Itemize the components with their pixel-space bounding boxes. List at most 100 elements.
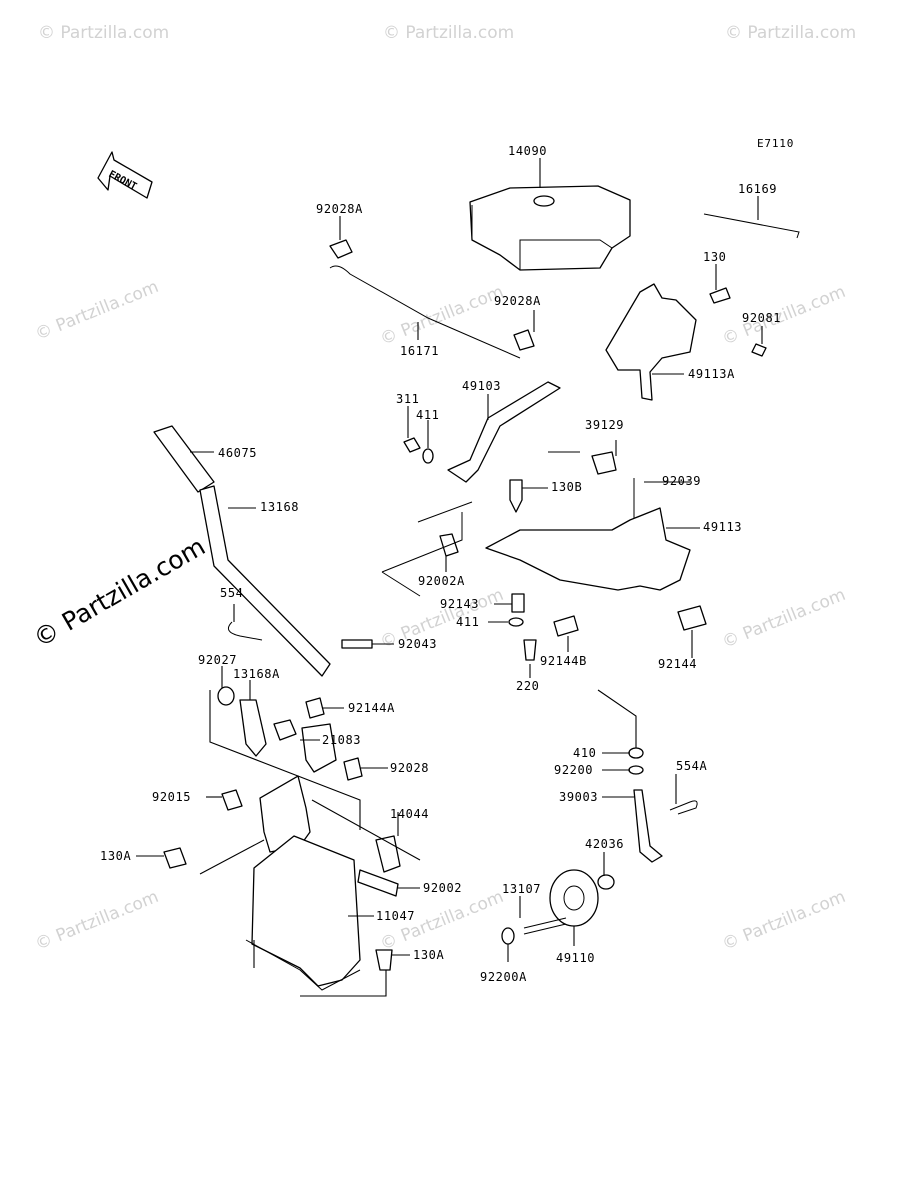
label-130A: 130A — [100, 849, 131, 863]
watermarks: © Partzilla.com © Partzilla.com © Partzi… — [29, 23, 857, 955]
part-shapes — [153, 185, 800, 991]
label-39003: 39003 — [559, 790, 598, 804]
spring-92144B — [553, 615, 579, 637]
label-554A: 554A — [676, 759, 707, 773]
label-92200A: 92200A — [480, 970, 527, 984]
label-11047: 11047 — [376, 909, 415, 923]
label-49103: 49103 — [462, 379, 501, 393]
watermark: © Partzilla.com — [377, 282, 506, 350]
washer-92200 — [628, 765, 644, 775]
label-13168: 13168 — [260, 500, 299, 514]
arm-13168A — [239, 699, 267, 757]
watermark: © Partzilla.com — [383, 23, 514, 43]
leader-lines — [136, 158, 763, 997]
pin-554 — [227, 621, 263, 641]
housing-11047 — [251, 835, 361, 987]
label-92028A: 92028A — [316, 202, 363, 216]
label-92015: 92015 — [152, 790, 191, 804]
guide-14044 — [375, 835, 401, 873]
grip-46075 — [153, 425, 215, 493]
front-arrow-icon: FRONT — [97, 151, 153, 199]
watermark: © Partzilla.com — [377, 585, 506, 653]
nut-92028 — [343, 757, 363, 781]
washer-411-mid — [508, 617, 524, 627]
cover-14090 — [469, 185, 631, 271]
label-21083: 21083 — [322, 733, 361, 747]
bolt-130 — [709, 287, 731, 304]
washer-410 — [628, 747, 644, 759]
label-92143: 92143 — [440, 597, 479, 611]
spring-92144A — [305, 697, 325, 719]
shaft-39003 — [633, 789, 663, 863]
label-411: 411 — [416, 408, 439, 422]
watermark: © Partzilla.com — [719, 887, 848, 955]
label-92028: 92028 — [390, 761, 429, 775]
label-92144: 92144 — [658, 657, 697, 671]
rod-16169 — [703, 213, 800, 239]
spring-92081 — [751, 343, 767, 357]
label-554: 554 — [220, 586, 243, 600]
spring-92144 — [677, 605, 707, 631]
label-42036: 42036 — [585, 837, 624, 851]
label-14090: 14090 — [508, 144, 547, 158]
rod-16171 — [329, 265, 521, 359]
watermark: © Partzilla.com — [719, 585, 848, 653]
nut-92015 — [221, 789, 243, 811]
block-21083 — [301, 723, 337, 773]
bushing-21083 — [273, 719, 297, 741]
label-92200: 92200 — [554, 763, 593, 777]
washer-411-top — [422, 448, 434, 464]
label-92002A: 92002A — [418, 574, 465, 588]
lever-13168 — [199, 485, 331, 677]
label-130: 130 — [703, 250, 726, 264]
label-49113A: 49113A — [688, 367, 735, 381]
collar-92143 — [511, 593, 525, 613]
label-14044: 14044 — [390, 807, 429, 821]
label-16171: 16171 — [400, 344, 439, 358]
watermark: © Partzilla.com — [32, 887, 161, 955]
spring-39129 — [591, 451, 617, 475]
label-39129: 39129 — [585, 418, 624, 432]
label-130B: 130B — [551, 480, 582, 494]
label-130A: 130A — [413, 948, 444, 962]
label-92027: 92027 — [198, 653, 237, 667]
pin-13107 — [523, 917, 567, 935]
bolt-92043 — [341, 639, 373, 649]
clip-92028A-mid — [513, 329, 535, 351]
watermark: © Partzilla.com — [38, 23, 169, 43]
label-92081: 92081 — [742, 311, 781, 325]
label-92028A: 92028A — [494, 294, 541, 308]
watermark-large: © Partzilla.com — [29, 532, 211, 654]
bolt-130A-bottom — [375, 949, 393, 971]
bolt-92002 — [357, 869, 399, 897]
clip-92028A-top — [329, 239, 353, 259]
label-220: 220 — [516, 679, 539, 693]
label-311: 311 — [396, 392, 419, 406]
bolt-130A-left — [163, 847, 187, 869]
label-13107: 13107 — [502, 882, 541, 896]
label-92039: 92039 — [662, 474, 701, 488]
label-49113: 49113 — [703, 520, 742, 534]
lever-49103 — [447, 381, 561, 483]
watermark: © Partzilla.com — [719, 282, 848, 350]
bracket-49113A — [605, 283, 697, 401]
label-16169: 16169 — [738, 182, 777, 196]
collar-42036 — [597, 874, 615, 890]
watermark: © Partzilla.com — [725, 23, 856, 43]
plate-14044 — [259, 775, 311, 853]
label-92043: 92043 — [398, 637, 437, 651]
part-labels: 14090 16169 92028A 130 92028A 92081 1617… — [100, 144, 781, 984]
housing-base-11047 — [245, 939, 361, 991]
label-49110: 49110 — [556, 951, 595, 965]
reference-code: E7110 — [757, 137, 794, 150]
label-46075: 46075 — [218, 446, 257, 460]
label-92144B: 92144B — [540, 654, 587, 668]
label-92002: 92002 — [423, 881, 462, 895]
label-92144A: 92144A — [348, 701, 395, 715]
label-13168A: 13168A — [233, 667, 280, 681]
washer-92200A — [501, 927, 515, 945]
gear-49110 — [549, 869, 599, 927]
bracket-49113 — [485, 507, 691, 591]
label-410: 410 — [573, 746, 596, 760]
screw-220 — [523, 639, 537, 661]
